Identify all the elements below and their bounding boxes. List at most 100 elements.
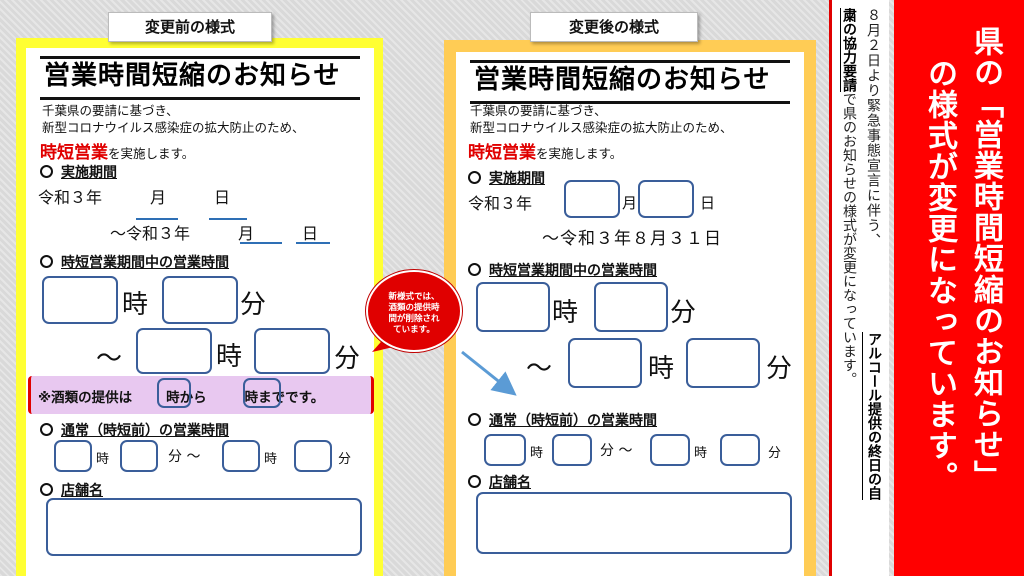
callout-line3: 間が削除され — [388, 314, 440, 324]
after-tag: 変更後の様式 — [530, 12, 698, 42]
before-shortened-hours-label: 時短営業 — [40, 143, 108, 163]
before-alcohol-row — [28, 376, 374, 414]
circle-bullet-icon — [468, 413, 481, 426]
after-normal-close-hour-box[interactable] — [650, 434, 690, 466]
side-note-rest: で県のお知らせの様式が変更になっています。 — [841, 92, 857, 386]
after-close-hour-box[interactable] — [568, 338, 642, 388]
before-period-line2: ～令和３年 月 日 — [110, 224, 319, 243]
before-normal-hour-unit-2: 時 — [264, 452, 278, 467]
circle-bullet-icon — [468, 171, 481, 184]
before-close-hour-box[interactable] — [136, 328, 212, 374]
side-note-col3: 粛の協力要請で県のお知らせの様式が変更になっています。 — [838, 8, 860, 386]
before-period-heading: 実施期間 — [40, 162, 117, 182]
after-normal-minute-unit-1: 分 ～ — [600, 443, 633, 459]
after-form-paper: 営業時間短縮のお知らせ 千葉県の要請に基づき、 新型コロナウイルス感染症の拡大防… — [456, 52, 804, 576]
after-normal-hour-unit-2: 時 — [694, 446, 708, 461]
after-form-title: 営業時間短縮のお知らせ — [470, 60, 790, 104]
before-minute-unit-2: 分 — [334, 344, 361, 374]
before-form-paper: 営業時間短縮のお知らせ 千葉県の要請に基づき、 新型コロナウイルス感染症の拡大防… — [26, 48, 374, 576]
after-normal-close-minute-box[interactable] — [720, 434, 760, 466]
before-normal-hour-unit-1: 時 — [96, 452, 110, 467]
before-hour-unit-2: 時 — [216, 342, 243, 372]
circle-bullet-icon — [468, 475, 481, 488]
after-store-heading: 店舗名 — [468, 472, 531, 492]
before-normal-minute-unit-2: 分 — [338, 452, 352, 467]
after-normal-minute-unit-2: 分 — [768, 446, 782, 461]
after-day-unit: 日 — [700, 194, 716, 212]
after-hour-unit-1: 時 — [552, 298, 579, 328]
after-tilde: ～ — [526, 354, 553, 384]
after-normal-hour-unit-1: 時 — [530, 446, 544, 461]
headline-banner — [894, 0, 1024, 576]
circle-bullet-icon — [40, 165, 53, 178]
after-minute-unit-1: 分 — [670, 298, 697, 328]
after-normal-heading: 通常（時短前）の営業時間 — [468, 410, 657, 430]
before-minute-unit-1: 分 — [240, 290, 267, 320]
before-alcohol-note: ※酒類の提供は時から時までです。 — [38, 390, 325, 406]
callout-line4: ています。 — [393, 325, 435, 335]
before-day-blank-2 — [296, 242, 330, 244]
side-note-panel — [829, 0, 889, 576]
after-month-unit: 月 — [622, 194, 638, 212]
circle-bullet-icon — [468, 263, 481, 276]
before-hour-unit-1: 時 — [122, 290, 149, 320]
after-close-minute-box[interactable] — [686, 338, 760, 388]
headline-col1: 県の「営業時間短縮のお知らせ」 — [968, 26, 1003, 491]
circle-bullet-icon — [40, 255, 53, 268]
before-alcohol-start-box[interactable] — [157, 378, 191, 408]
side-note-bold2: 粛の協力要請 — [840, 8, 857, 92]
after-period-heading: 実施期間 — [468, 168, 545, 188]
after-intro-line2: 新型コロナウイルス感染症の拡大防止のため、 — [470, 120, 733, 135]
after-period-line2: ～令和３年８月３１日 — [542, 229, 722, 249]
callout-line2: 酒類の提供時 — [388, 303, 440, 313]
before-normal-open-minute-box[interactable] — [120, 440, 158, 472]
before-open-minute-box[interactable] — [162, 276, 238, 324]
after-form-frame: 営業時間短縮のお知らせ 千葉県の要請に基づき、 新型コロナウイルス感染症の拡大防… — [444, 40, 816, 576]
after-minute-unit-2: 分 — [766, 354, 793, 384]
callout-line1: 新様式では、 — [388, 292, 440, 302]
before-store-heading: 店舗名 — [40, 480, 103, 500]
before-period-line1: 令和３年 月 日 — [38, 188, 231, 207]
after-intro-line1: 千葉県の要請に基づき、 — [470, 103, 607, 118]
circle-bullet-icon — [40, 423, 53, 436]
before-month-blank-1 — [136, 218, 178, 220]
before-tilde: ～ — [96, 344, 123, 374]
after-open-hour-box[interactable] — [476, 282, 550, 332]
after-normal-open-hour-box[interactable] — [484, 434, 526, 466]
before-normal-close-minute-box[interactable] — [294, 440, 332, 472]
after-hours-heading: 時短営業期間中の営業時間 — [468, 260, 657, 280]
before-form-title: 営業時間短縮のお知らせ — [40, 56, 360, 100]
circle-bullet-icon — [40, 483, 53, 496]
before-intro-line1: 千葉県の要請に基づき、 — [42, 103, 179, 118]
before-implement-suffix: を実施します。 — [108, 146, 195, 161]
side-note-col1: ８月２日より緊急事態宣言に伴う、 — [865, 8, 881, 248]
before-hours-heading: 時短営業期間中の営業時間 — [40, 252, 229, 272]
after-hour-unit-2: 時 — [648, 354, 675, 384]
after-implement-suffix: を実施します。 — [536, 146, 623, 161]
after-shortened-hours-label: 時短営業 — [468, 143, 536, 163]
before-store-name-box[interactable] — [46, 498, 362, 556]
before-normal-close-hour-box[interactable] — [222, 440, 260, 472]
before-open-hour-box[interactable] — [42, 276, 118, 324]
after-store-name-box[interactable] — [476, 492, 792, 554]
after-normal-open-minute-box[interactable] — [552, 434, 592, 466]
after-period-line1-prefix: 令和３年 — [468, 194, 533, 213]
before-day-blank-1 — [209, 218, 247, 220]
before-alcohol-end-box[interactable] — [243, 378, 281, 408]
before-implement-line: 時短営業を実施します。 — [40, 138, 194, 163]
before-form-frame: 営業時間短縮のお知らせ 千葉県の要請に基づき、 新型コロナウイルス感染症の拡大防… — [16, 38, 383, 576]
before-normal-minute-unit-1: 分 ～ — [168, 449, 201, 465]
before-intro-line2: 新型コロナウイルス感染症の拡大防止のため、 — [42, 120, 305, 135]
callout-bubble: 新様式では、 酒類の提供時 間が削除され ています。 — [366, 270, 462, 352]
before-close-minute-box[interactable] — [254, 328, 330, 374]
after-implement-line: 時短営業を実施します。 — [468, 138, 622, 163]
side-note-col2: アルコール提供の終日の自 — [862, 332, 885, 500]
before-normal-open-hour-box[interactable] — [54, 440, 92, 472]
headline-col2: の様式が変更になっています。 — [922, 58, 957, 492]
before-normal-heading: 通常（時短前）の営業時間 — [40, 420, 229, 440]
after-day-box[interactable] — [638, 180, 694, 218]
before-tag: 変更前の様式 — [108, 12, 272, 42]
after-month-box[interactable] — [564, 180, 620, 218]
before-month-blank-2 — [240, 242, 282, 244]
after-open-minute-box[interactable] — [594, 282, 668, 332]
